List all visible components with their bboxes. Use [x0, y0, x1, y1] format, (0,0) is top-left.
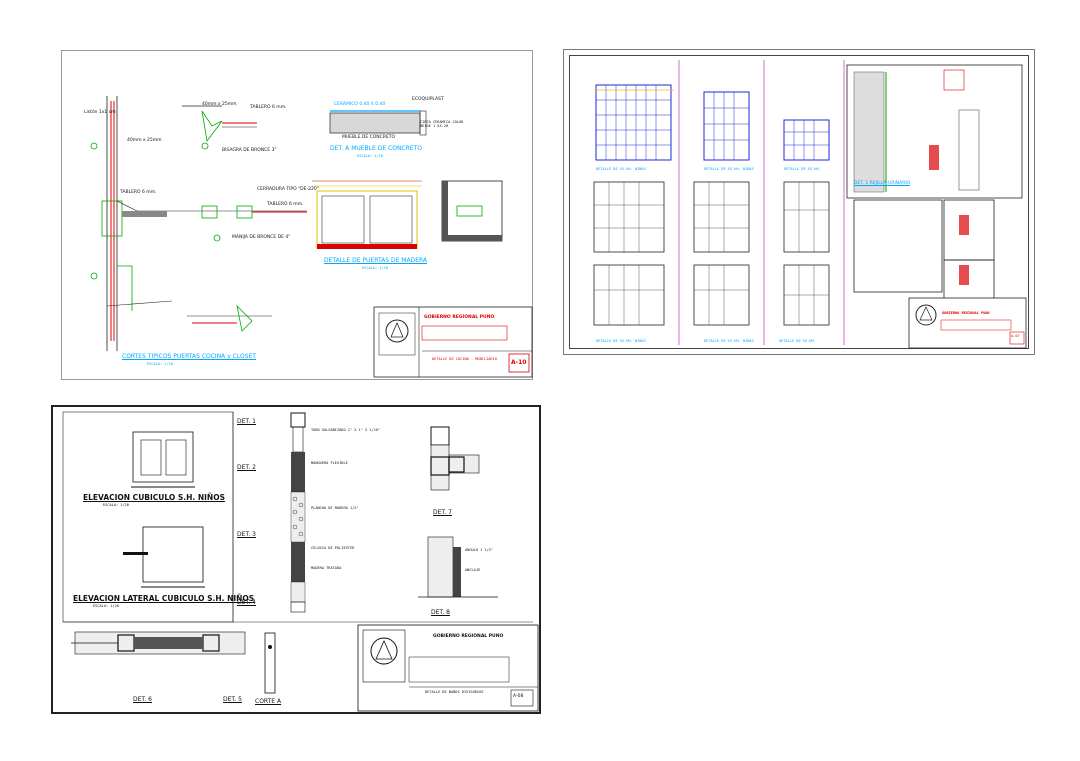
elev2-scale: ESCALA: 1/20	[93, 604, 119, 608]
callout-plancha: PLANCHA DE MADERA 1/2"	[311, 506, 359, 510]
detail-doors-title: DETALLE DE PUERTAS DE MADERA	[324, 257, 428, 264]
callout-tablero-top: TABLERO 6 mm.	[250, 105, 287, 110]
sheet-b-det1-title: DET. 1 REJILLA-URINARIO	[854, 181, 911, 186]
det-8-label: DET. 8	[431, 609, 450, 616]
sheet-c-number: A-08	[513, 694, 524, 699]
det-5-label: DET. 5	[223, 696, 242, 703]
callout-manija: MANIJA DE BRONCE DE 4"	[232, 235, 291, 240]
sheet-kitchen-details[interactable]: Listón 1x1 cm 40mm x 25mm 40mm x 25mm TA…	[61, 50, 533, 380]
elev1-scale: ESCALA: 1/20	[103, 503, 129, 507]
corte-a-label: CORTE A	[255, 698, 282, 705]
sheet-c-drawing-name: DETALLE DE BAÑOS DIVISORIOS	[425, 690, 484, 694]
sheet-a-org: GOBIERNO REGIONAL PUNO	[424, 315, 495, 320]
callout-madera: MADERA TRATADA	[311, 566, 342, 570]
sheet-a-main-scale: ESCALA: 1/10	[147, 362, 173, 366]
sheet-a-drawing-name: DETALLE DE COCINA - MOBILIARIO	[432, 357, 497, 361]
sheet-b-label-ninas-elev: DETALLE DE SS.HH. NIÑAS	[704, 339, 754, 343]
sheet-a-number: A-10	[511, 359, 527, 366]
det-7-label: DET. 7	[433, 509, 452, 516]
sheet-a-drawing	[90, 96, 533, 378]
det-6-label: DET. 6	[133, 696, 152, 703]
det-1-label: DET. 1	[237, 418, 256, 425]
sheet-b-label-ninos-elev: DETALLE DE SS.HH. NIÑOS	[596, 339, 646, 343]
elev1-title: ELEVACION CUBICULO S.H. NIÑOS	[83, 493, 225, 502]
callout-celosia: CELOSIA DE POLIESTER	[311, 546, 355, 550]
det-a-label-cinta: CINTA CERAMICA COLOR BEIGE 1.5X.20	[420, 120, 464, 128]
sheet-b-number: A-07	[1011, 334, 1020, 338]
det-2-label: DET. 2	[237, 464, 256, 471]
det-a-label-mueble: MUEBLE DE CONCRETO	[342, 135, 396, 140]
callout-anclaje: ANCLAJE	[465, 568, 481, 572]
sheet-b-label-ninos: DETALLE DE SS.HH. NIÑOS	[596, 167, 646, 171]
det-a-label-ceramico: CERAMICO 0.40 X 0.40	[334, 102, 386, 107]
callout-manguera: MANGUERA FLEXIBLE	[311, 461, 348, 465]
callout-tubo: TUBO GALVANIZADO 1" X 1" X 1/16"	[311, 428, 381, 432]
elev2-title: ELEVACION LATERAL CUBICULO S.H. NIÑOS	[73, 594, 255, 603]
sheet-b-frame	[569, 55, 1029, 349]
sheet-c-org: GOBIERNO REGIONAL PUNO	[433, 634, 504, 639]
det-3-label: DET. 3	[237, 531, 256, 538]
callout-dim-1: 40mm x 25mm	[127, 138, 162, 143]
sheet-c-drawing	[62, 411, 539, 712]
det-a-title: DET. A MUEBLE DE CONCRETO	[330, 145, 422, 152]
callout-tablero-left: TABLERO 6 mm.	[120, 190, 157, 195]
sheet-b-org: GOBIERNO REGIONAL PUNO	[942, 311, 990, 315]
sheet-b-label-sshh: DETALLE DE SS.HH.	[784, 167, 821, 171]
det-4-label: DET. 4	[237, 599, 256, 606]
sheet-b-label-ninas: DETALLE DE SS.HH. NIÑAS	[704, 167, 754, 171]
callout-dim-2: 40mm x 25mm	[202, 102, 237, 107]
sheet-a-main-title: CORTES TIPICOS PUERTAS COCINA y CLOSET	[122, 353, 256, 360]
callout-cerradura: CERRADURA TIPO "DE-220"	[257, 187, 319, 192]
callout-bisagra: BISAGRA DE BRONCE 3"	[222, 148, 277, 153]
callout-tablero-mid: TABLERO 6 mm.	[267, 202, 304, 207]
sheet-b-label-sshh-elev: DETALLE DE SS.HH.	[779, 339, 816, 343]
callout-liston: Listón 1x1 cm	[84, 110, 116, 115]
sheet-restroom-details[interactable]: DETALLE DE SS.HH. NIÑOS DETALLE DE SS.HH…	[563, 49, 1035, 355]
sheet-partition-details[interactable]: ELEVACION CUBICULO S.H. NIÑOS ESCALA: 1/…	[51, 405, 541, 714]
sheet-b-drawing	[593, 60, 1027, 349]
det-a-label-eco: ECOQUIPLAST	[412, 97, 444, 102]
det-a-scale: ESCALA: 1/10	[357, 154, 383, 158]
callout-angulo: ANGULO 1 1/2"	[465, 548, 494, 552]
detail-doors-scale: ESCALA: 1/20	[362, 266, 388, 270]
